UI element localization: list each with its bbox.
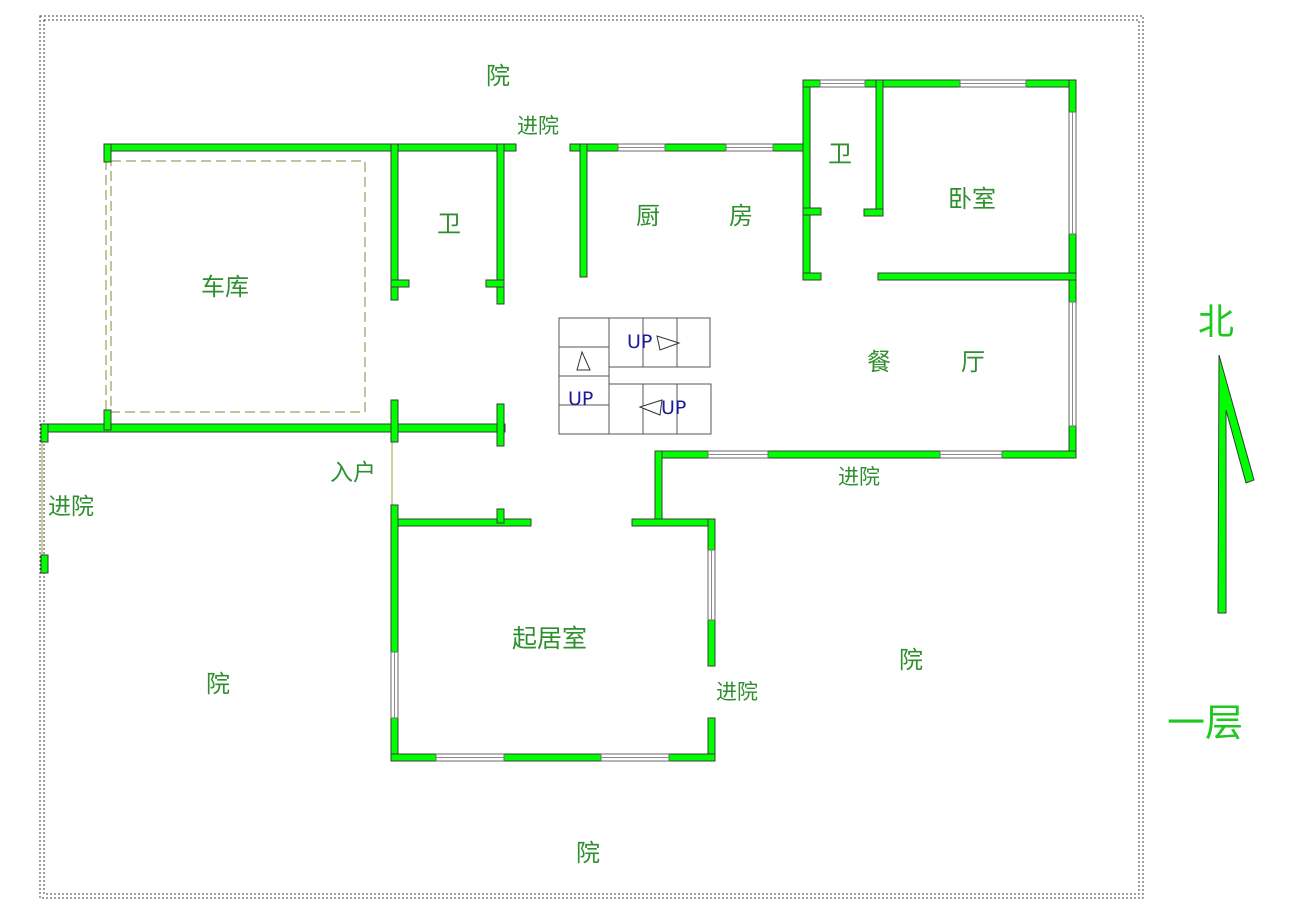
- garage-outline: [105, 160, 366, 413]
- stair-up-label-1: UP: [627, 331, 652, 353]
- stair-arrow-right-icon: [656, 335, 681, 351]
- yard-north-label: 院: [486, 62, 510, 90]
- staircase: UP UP UP: [558, 317, 712, 435]
- enter-yard-north-label: 进院: [517, 114, 559, 138]
- enter-yard-east-label: 进院: [838, 465, 880, 489]
- floor-label: 一层: [1167, 701, 1243, 745]
- entrance-label: 入户: [330, 460, 376, 486]
- compass: 北: [1198, 302, 1255, 614]
- north-arrow-icon: [1217, 354, 1255, 614]
- kitchen-label-2: 房: [729, 202, 753, 230]
- bedroom-label: 卧室: [948, 185, 996, 213]
- yard-south-label: 院: [576, 839, 600, 867]
- enter-yard-living-label: 进院: [716, 680, 758, 704]
- garage-label: 车库: [201, 273, 249, 301]
- stair-up-label-2: UP: [568, 388, 593, 410]
- yard-west-label: 院: [206, 670, 230, 698]
- dining-label-1: 餐: [867, 348, 891, 376]
- bath-1-label: 卫: [437, 210, 461, 238]
- room-labels: 院 进院 卫 厨 房 卫 卧室 车库 餐 厅 入户 进院 进院 起居室 进院 院…: [48, 62, 996, 867]
- windows: [390, 79, 1077, 762]
- stair-arrow-up-icon: [576, 350, 591, 371]
- bath-2-label: 卫: [828, 140, 852, 168]
- yard-east-label: 院: [899, 646, 923, 674]
- property-boundary: [39, 15, 1144, 899]
- enter-yard-west-label: 进院: [48, 494, 94, 520]
- stair-arrow-left-icon: [638, 399, 663, 416]
- living-room-label: 起居室: [512, 624, 587, 653]
- north-label: 北: [1198, 302, 1234, 343]
- walls: [40, 79, 1077, 762]
- dining-label-2: 厅: [961, 348, 985, 376]
- kitchen-label-1: 厨: [636, 202, 660, 230]
- stair-up-label-3: UP: [661, 397, 686, 419]
